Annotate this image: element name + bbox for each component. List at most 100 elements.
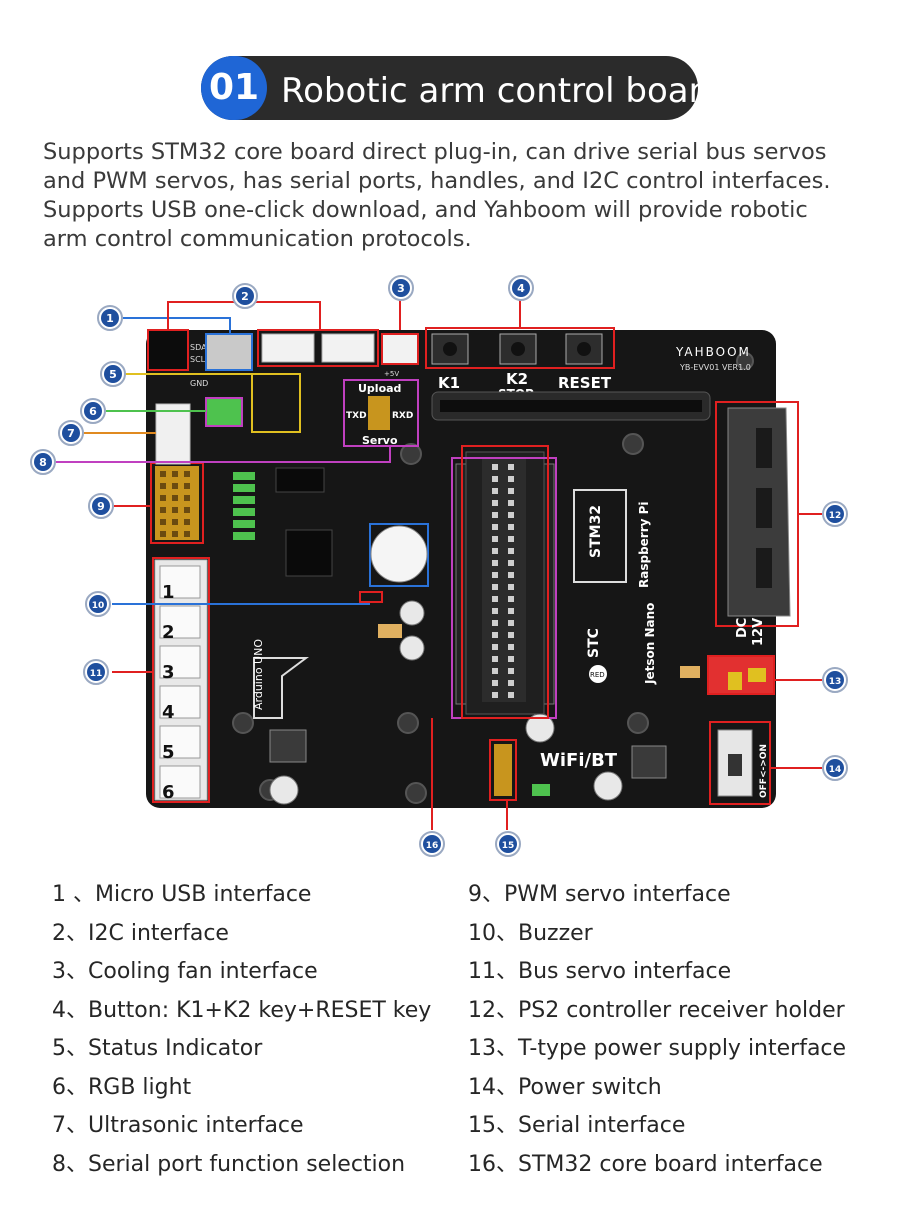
legend-item: 5、Status Indicator — [52, 1036, 263, 1061]
header-pin — [508, 548, 514, 554]
header-pin — [492, 608, 498, 614]
legend-item: 14、Power switch — [468, 1074, 662, 1100]
reset-label: RESET — [558, 374, 612, 392]
callout-number: 15 — [502, 841, 515, 851]
callout-number: 7 — [67, 427, 75, 440]
header-pin — [492, 464, 498, 470]
txd-label: TXD — [346, 411, 367, 421]
header-pin — [508, 512, 514, 518]
section-title: Robotic arm control board — [281, 71, 724, 111]
fan-5v-label: +5V — [384, 370, 399, 378]
callout-badge-8: 8 — [30, 449, 56, 475]
header-pin — [508, 536, 514, 542]
legend-item: 15、Serial interface — [468, 1113, 686, 1138]
header-pin — [492, 668, 498, 674]
i2c-connectors — [261, 333, 375, 363]
buzzer — [370, 525, 428, 583]
callout-badge-6: 6 — [80, 398, 106, 424]
v12-label: 12V — [751, 618, 766, 646]
callout-badge-10: 10 — [85, 591, 111, 617]
stm32-label: STM32 — [588, 505, 604, 558]
wifi-label: WiFi/BT — [540, 750, 618, 771]
legend-item: 3、Cooling fan interface — [52, 959, 318, 984]
callout-number: 3 — [397, 282, 405, 295]
legend-item: 1 、Micro USB interface — [52, 882, 312, 907]
legend-item: 11、Bus servo interface — [468, 959, 732, 984]
legend-item: 2、I2C interface — [52, 920, 229, 946]
callout-number: 16 — [426, 841, 439, 851]
callout-number: 8 — [39, 456, 47, 469]
callout-number: 1 — [106, 312, 114, 325]
callout-badge-4: 4 — [508, 275, 534, 301]
board-illustration: 1 2 3 4 5 6 — [0, 268, 900, 868]
scl-label: SCL — [190, 355, 206, 364]
header-pin — [492, 644, 498, 650]
callout-number: 12 — [829, 511, 842, 521]
callout-number: 2 — [241, 290, 249, 303]
callout-badge-3: 3 — [388, 275, 414, 301]
offon-label: OFF<->ON — [759, 744, 769, 798]
header-pin — [492, 632, 498, 638]
rxd-label: RXD — [392, 411, 413, 421]
buttons — [431, 333, 603, 365]
pwm-servo-header — [155, 466, 199, 540]
header-pin — [508, 692, 514, 698]
micro-usb-port — [205, 333, 253, 371]
header-pin — [492, 680, 498, 686]
header-pin — [492, 512, 498, 518]
section-title-pill: 01 Robotic arm control board — [201, 56, 724, 120]
servo-port-label: 5 — [162, 742, 175, 763]
servo-port-label: 2 — [162, 622, 175, 643]
header-pin — [492, 524, 498, 530]
header-pin — [508, 608, 514, 614]
servo-port-label: 6 — [162, 782, 175, 803]
legend-item: 13、T-type power supply interface — [468, 1036, 847, 1061]
header-pin — [508, 596, 514, 602]
callout-badge-16: 16 — [419, 831, 445, 857]
header-pin — [492, 476, 498, 482]
legend-item: 4、Button: K1+K2 key+RESET key — [52, 997, 432, 1023]
callout-number: 13 — [829, 677, 842, 687]
led-array — [233, 472, 255, 540]
callout-badge-9: 9 — [88, 493, 114, 519]
fan-connector — [381, 333, 419, 365]
header-pin — [492, 548, 498, 554]
header-pin — [508, 476, 514, 482]
board-svg: 1 2 3 4 5 6 — [30, 275, 848, 857]
description-line: arm control communication protocols. — [43, 226, 472, 252]
leader-lines — [56, 299, 822, 830]
callout-badge-15: 15 — [495, 831, 521, 857]
brand-label: YAHBOOM — [675, 345, 751, 359]
version-label: YB-EVV01 VER1.0 — [679, 363, 751, 372]
header-pin — [492, 620, 498, 626]
header-pins — [492, 464, 514, 698]
legend-right-column: 9、PWM servo interface 10、Buzzer 11、Bus s… — [468, 876, 846, 1184]
sda-label: SDA — [190, 343, 207, 352]
callout-number: 14 — [829, 765, 842, 775]
callout-badge-13: 13 — [822, 667, 848, 693]
legend-item: 7、Ultrasonic interface — [52, 1113, 304, 1138]
header-pin — [492, 572, 498, 578]
ultrasonic-connector — [155, 403, 191, 465]
header-pin — [508, 656, 514, 662]
legend-item: 10、Buzzer — [468, 920, 593, 946]
header-pin — [508, 632, 514, 638]
jetson-label: Jetson Nano — [643, 603, 657, 685]
legend-item: 12、PS2 controller receiver holder — [468, 997, 845, 1023]
k1-label: K1 — [438, 374, 460, 392]
red-label: RED — [590, 671, 605, 679]
dc-label: DC — [735, 618, 750, 638]
header-pin — [508, 560, 514, 566]
description-line: Supports STM32 core board direct plug-in… — [43, 139, 827, 165]
header-pin — [508, 464, 514, 470]
header-pin — [492, 692, 498, 698]
callout-number: 6 — [89, 405, 97, 418]
rgb-light — [205, 397, 243, 427]
servo-port-label: 4 — [162, 702, 175, 723]
callout-badge-5: 5 — [100, 361, 126, 387]
legend-item: 16、STM32 core board interface — [468, 1151, 823, 1177]
k2-label: K2 — [506, 370, 528, 388]
bus-servo-ports: 1 2 3 4 5 6 — [154, 559, 208, 803]
header-pin — [508, 488, 514, 494]
